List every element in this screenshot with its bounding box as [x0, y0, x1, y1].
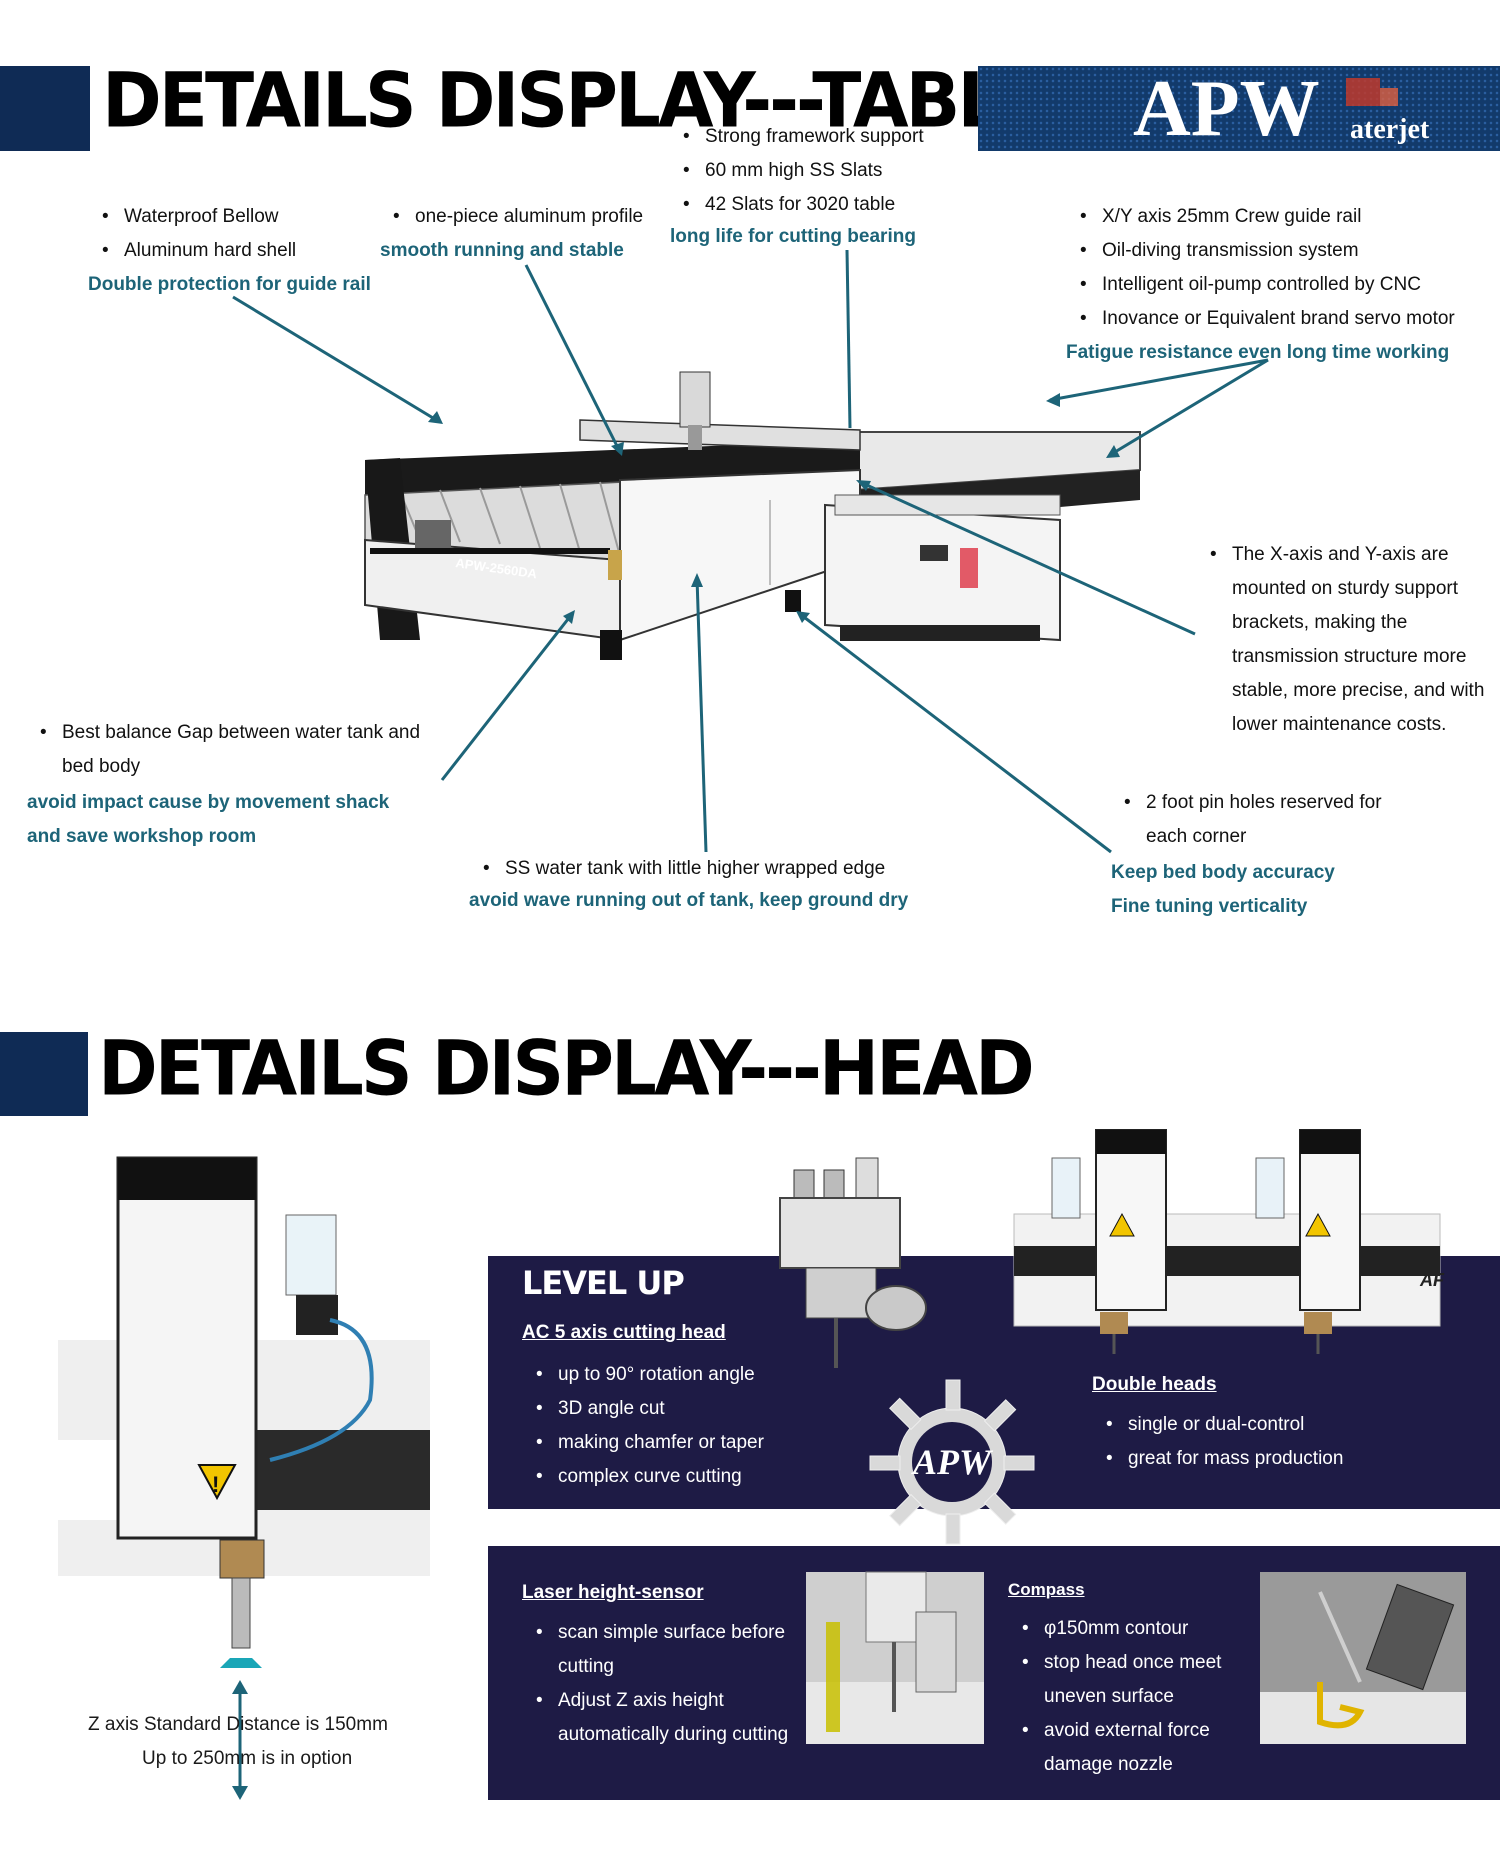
title-bar-block-head [0, 1032, 88, 1116]
pins-bullets: 2 foot pin holes reserved for each corne… [1124, 786, 1394, 854]
apw-logo: APW aterjet [978, 66, 1500, 151]
tank-bullets: SS water tank with little higher wrapped… [483, 852, 885, 886]
list-item: great for mass production [1106, 1442, 1343, 1476]
gear-logo-text: APW [911, 1442, 994, 1482]
double-heads-title: Double heads [1092, 1374, 1217, 1395]
laser-title: Laser height-sensor [522, 1582, 704, 1603]
ac5-title: AC 5 axis cutting head [522, 1322, 726, 1343]
z-axis-line-2: Up to 250mm is in option [142, 1748, 353, 1769]
tank-note: avoid wave running out of tank, keep gro… [469, 890, 909, 911]
list-item: SS water tank with little higher wrapped… [483, 852, 885, 886]
compass-illustration [1260, 1572, 1466, 1744]
list-item: Waterproof Bellow [102, 200, 296, 234]
list-item: single or dual-control [1106, 1408, 1343, 1442]
list-item: Aluminum hard shell [102, 234, 296, 268]
laser-sensor-illustration [806, 1571, 984, 1744]
page-title-head: DETAILS DISPLAY---HEAD [98, 1023, 1035, 1113]
list-item: Inovance or Equivalent brand servo motor [1080, 302, 1455, 336]
svg-text:!: ! [212, 1472, 219, 1497]
ac5-bullets: up to 90° rotation angle 3D angle cut ma… [536, 1358, 764, 1494]
list-item: Adjust Z axis height automatically durin… [536, 1684, 798, 1752]
list-item: stop head once meet uneven surface [1022, 1646, 1262, 1714]
list-item: 2 foot pin holes reserved for each corne… [1124, 786, 1394, 854]
list-item: making chamfer or taper [536, 1426, 764, 1460]
waterjet-machine-illustration: APW-2560DA [232, 249, 1269, 854]
list-item: Strong framework support [683, 120, 924, 154]
profile-bullets: one-piece aluminum profile [393, 200, 643, 234]
slats-note: long life for cutting bearing [670, 226, 916, 247]
apw-logo-sub: aterjet [1350, 114, 1430, 145]
double-heads-illustration [1013, 1129, 1441, 1354]
list-item: 60 mm high SS Slats [683, 154, 924, 188]
ac5-head-illustration [779, 1157, 927, 1368]
slats-bullets: Strong framework support 60 mm high SS S… [683, 120, 924, 222]
list-item: one-piece aluminum profile [393, 200, 643, 234]
list-item: X/Y axis 25mm Crew guide rail [1080, 200, 1455, 234]
pins-note-1: Keep bed body accuracy [1111, 862, 1335, 883]
cutting-head-illustration: ! [58, 1156, 430, 1800]
apw-logo-main: APW [1133, 65, 1320, 153]
rail-note: Fatigue resistance even long time workin… [1066, 342, 1450, 363]
list-item: Intelligent oil-pump controlled by CNC [1080, 268, 1455, 302]
apw-gear-logo: APW [869, 1379, 1035, 1545]
list-item: Best balance Gap between water tank and … [40, 716, 440, 784]
compass-title: Compass [1008, 1580, 1085, 1599]
title-bar-block [0, 66, 90, 151]
list-item: The X-axis and Y-axis are mounted on stu… [1210, 538, 1500, 742]
list-item: 42 Slats for 3020 table [683, 188, 924, 222]
logo-square-small [1380, 88, 1398, 106]
bellow-bullets: Waterproof Bellow Aluminum hard shell [102, 200, 296, 268]
laser-bullets: scan simple surface before cutting Adjus… [536, 1616, 798, 1752]
list-item: 3D angle cut [536, 1392, 764, 1426]
list-item: scan simple surface before cutting [536, 1616, 798, 1684]
list-item: complex curve cutting [536, 1460, 764, 1494]
gap-bullets: Best balance Gap between water tank and … [40, 716, 440, 784]
list-item: φ150mm contour [1022, 1612, 1262, 1646]
z-axis-line-1: Z axis Standard Distance is 150mm [88, 1714, 388, 1735]
double-heads-bullets: single or dual-control great for mass pr… [1106, 1408, 1343, 1476]
gap-note: avoid impact cause by movement shack and… [27, 792, 390, 847]
side-text: AF [1420, 1270, 1444, 1290]
bellow-note: Double protection for guide rail [88, 274, 371, 295]
logo-red-squares [1346, 78, 1380, 106]
list-item: avoid external force damage nozzle [1022, 1714, 1262, 1782]
profile-note: smooth running and stable [380, 240, 624, 261]
compass-bullets: φ150mm contour stop head once meet uneve… [1022, 1612, 1262, 1782]
list-item: Oil-diving transmission system [1080, 234, 1455, 268]
list-item: up to 90° rotation angle [536, 1358, 764, 1392]
level-up-title: LEVEL UP [522, 1264, 685, 1302]
rail-bullets: X/Y axis 25mm Crew guide rail Oil-diving… [1080, 200, 1455, 336]
pins-note-2: Fine tuning verticality [1111, 896, 1308, 917]
bracket-bullets: The X-axis and Y-axis are mounted on stu… [1210, 538, 1500, 742]
